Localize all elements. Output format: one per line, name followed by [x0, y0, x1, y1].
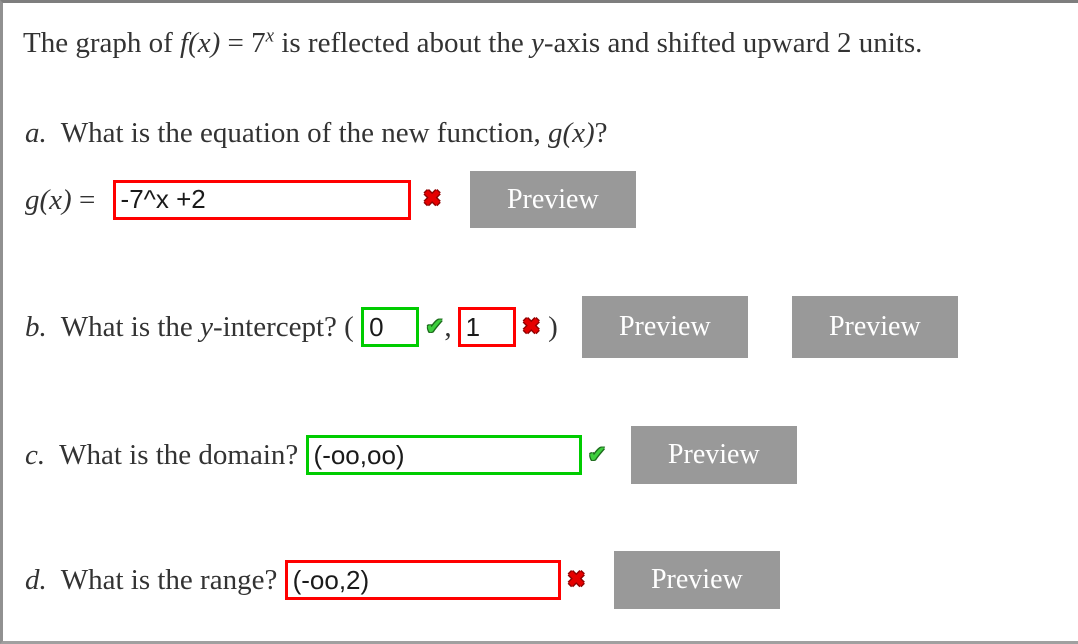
correct-icon-b: ✔ — [425, 313, 445, 340]
statement-text-1: The graph of — [23, 27, 181, 59]
problem-statement: The graph of f(x) = 7x is reflected abou… — [23, 23, 922, 63]
question-d-text: d. What is the range? — [25, 560, 285, 600]
equals-sign: = — [220, 27, 252, 59]
question-b-tail: -intercept? — [212, 311, 345, 343]
question-c-label: c. — [25, 439, 46, 471]
statement-text-2: is reflected about the — [274, 27, 531, 59]
answer-input-b-y[interactable] — [457, 307, 516, 347]
question-b-text: b. What is the y-intercept? ( — [25, 307, 361, 347]
g-of-x-lhs: g(x) — [25, 183, 72, 216]
answer-input-d[interactable] — [284, 560, 561, 600]
statement-text-3: -axis and shifted upward 2 units. — [543, 27, 923, 59]
answer-row-b: b. What is the y-intercept? ( ✔ , ✖ ) Pr… — [25, 296, 958, 358]
answer-row-d: d. What is the range? ✖ Preview — [25, 551, 780, 609]
answer-a-lhs: g(x) = — [25, 180, 103, 220]
y-variable: y — [530, 27, 544, 59]
question-d-body: What is the range? — [46, 564, 285, 596]
incorrect-icon-b: ✖ — [521, 313, 541, 340]
incorrect-icon-d: ✖ — [566, 566, 586, 593]
answer-input-c[interactable] — [305, 435, 582, 475]
preview-button-a[interactable]: Preview — [469, 171, 636, 228]
f-of-x-expression: f(x) — [180, 27, 221, 59]
exponent-x: x — [265, 25, 275, 47]
open-paren: ( — [344, 311, 362, 343]
close-paren: ) — [540, 311, 558, 343]
question-a-text: What is the equation of the new function… — [46, 117, 548, 149]
answer-input-b-x[interactable] — [361, 307, 420, 347]
question-b-lead: What is the — [46, 311, 201, 343]
correct-icon-c: ✔ — [587, 441, 607, 468]
incorrect-icon-a: ✖ — [422, 186, 442, 212]
preview-button-b1[interactable]: Preview — [581, 296, 748, 358]
question-c-body: What is the domain? — [45, 439, 306, 471]
question-d-label: d. — [25, 564, 47, 596]
g-of-x-expression: g(x) — [547, 117, 595, 149]
question-a-label: a. — [25, 117, 47, 149]
answer-row-a: g(x) = ✖ Preview — [25, 171, 636, 228]
question-a: a. What is the equation of the new funct… — [25, 113, 608, 153]
question-a-tail: ? — [594, 117, 608, 149]
question-b-letter: b. — [25, 311, 47, 343]
exponential-base: 7 — [251, 27, 266, 59]
answer-input-a[interactable] — [112, 179, 411, 220]
preview-button-c[interactable]: Preview — [630, 426, 797, 484]
answer-a-equals: = — [71, 183, 103, 216]
comma-separator: , — [444, 311, 452, 343]
answer-row-c: c. What is the domain? ✔ Preview — [25, 426, 797, 484]
y-intercept-variable: y — [200, 311, 213, 343]
preview-button-b2[interactable]: Preview — [791, 296, 958, 358]
question-c-text: c. What is the domain? — [25, 435, 306, 475]
preview-button-d[interactable]: Preview — [613, 551, 780, 609]
